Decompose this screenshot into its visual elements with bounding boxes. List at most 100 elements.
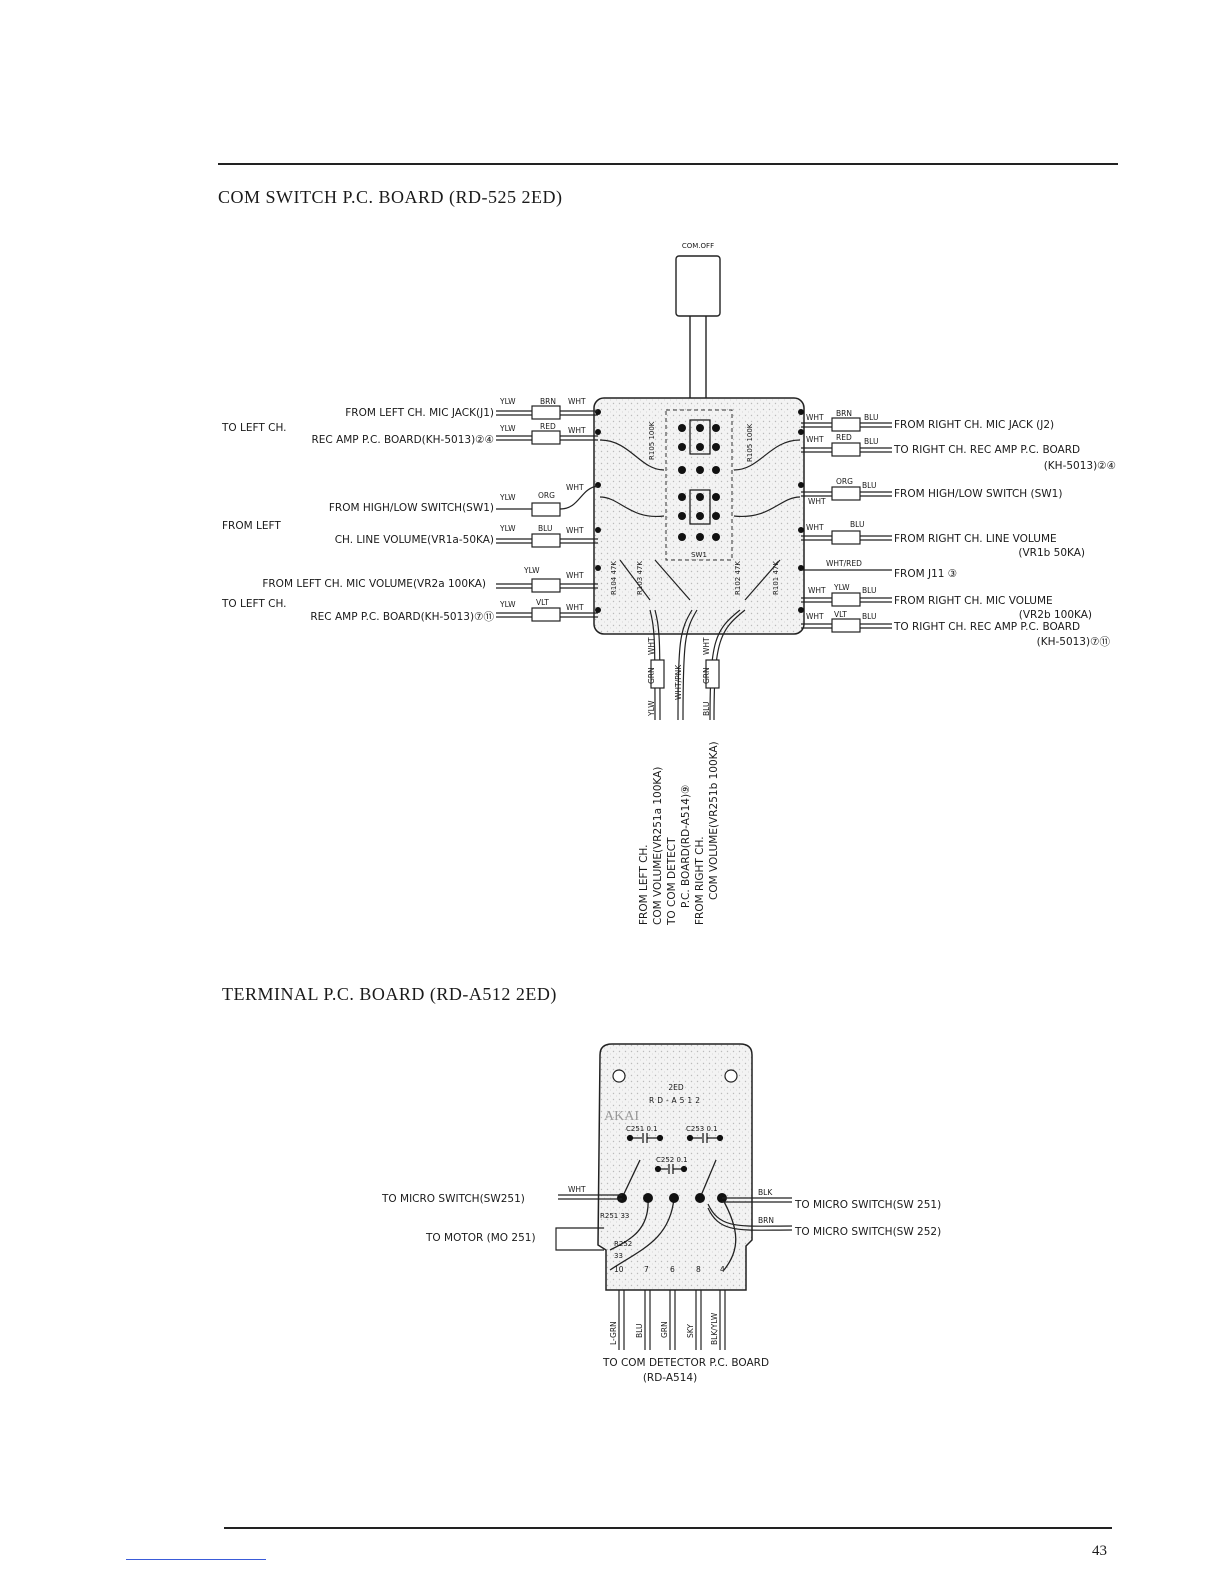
- com-off-label: COM.OFF: [682, 242, 714, 250]
- wire-tag: BLU: [862, 481, 876, 490]
- wire-tag: BRN: [540, 397, 556, 406]
- bottom-label-rd-a514: P.C. BOARD(RD-A514)⑨: [680, 785, 692, 908]
- r105-right-label: R105 100K: [746, 423, 754, 462]
- wire-tag: BLK: [758, 1188, 773, 1197]
- wire-tag: RED: [836, 433, 852, 442]
- right-label-mic-jack: FROM RIGHT CH. MIC JACK (J2): [894, 419, 1054, 431]
- com-off-switch-knob[interactable]: [675, 255, 721, 317]
- left-label-mic-jack: FROM LEFT CH. MIC JACK(J1): [345, 407, 494, 419]
- com-switch-left-labels: FROM LEFT CH. MIC JACK(J1) TO LEFT CH. R…: [221, 407, 494, 623]
- wire-tag: WHT: [647, 637, 656, 655]
- wire-tag: YLW: [499, 397, 516, 406]
- right-label-mic-volume: FROM RIGHT CH. MIC VOLUME: [894, 595, 1053, 607]
- r252-value: 33: [614, 1252, 623, 1260]
- wire-tag: YLW: [499, 493, 516, 502]
- wire-tag: WHT: [808, 497, 826, 506]
- com-switch-bottom-labels: FROM LEFT CH. COM VOLUME(VR251a 100KA) T…: [638, 741, 720, 926]
- terminal-board: 2ED RD-A512 AKAI C251 0.1 C253 0.1 C252 …: [555, 1043, 793, 1350]
- left-label-to-left-ch-2: TO LEFT CH.: [221, 598, 287, 610]
- left-label-to-left-ch-1: TO LEFT CH.: [221, 422, 287, 434]
- bottom-rule: [224, 1527, 1112, 1529]
- wire-tag: WHT/RED: [826, 559, 862, 568]
- right-label-kh5013-2: (KH-5013)⑦⑪: [1037, 636, 1111, 648]
- bottom-label-vr251a: COM VOLUME(VR251a 100KA): [652, 767, 664, 925]
- wire-tag: SKY: [686, 1324, 695, 1338]
- pin-label: 6: [670, 1265, 675, 1274]
- wire-tag: WHT: [702, 637, 711, 655]
- r103-label: R103 47K: [636, 561, 644, 595]
- right-label-vr2b: (VR2b 100KA): [1019, 609, 1092, 621]
- com-switch-board: COM.OFF SW1 R105 100K R105 100K R104 47K…: [496, 242, 892, 721]
- terminal-side-labels: TO MICRO SWITCH(SW251) TO MOTOR (MO 251)…: [381, 1193, 941, 1244]
- wire-tag: BLU: [862, 586, 876, 595]
- wire-tag: BLU: [702, 702, 711, 716]
- terminal-right-sw251: TO MICRO SWITCH(SW 251): [794, 1199, 941, 1211]
- com-switch-right-labels: FROM RIGHT CH. MIC JACK (J2) TO RIGHT CH…: [893, 419, 1116, 648]
- wire-tag: WHT: [566, 526, 584, 535]
- wire-tag: VLT: [536, 598, 549, 607]
- left-label-rec-amp-2: REC AMP P.C. BOARD(KH-5013)⑦⑪: [310, 611, 494, 623]
- wire-tag: BLU: [864, 437, 878, 446]
- wire-tag: WHT: [568, 397, 586, 406]
- wire-tag: WHT: [566, 603, 584, 612]
- bottom-label-com-detect: TO COM DETECT: [666, 837, 678, 926]
- wire-tag: L-GRN: [609, 1321, 618, 1345]
- terminal-wire-colors: WHT BLK BRN L-GRN BLU GRN SKY BLK/YLW: [568, 1185, 774, 1345]
- mount-hole-icon: [724, 1069, 738, 1083]
- wire-tag: YLW: [499, 524, 516, 533]
- wire-tag: WHT: [566, 483, 584, 492]
- wire-tag: GRN: [647, 667, 656, 684]
- cap-c253-label: C253 0.1: [686, 1125, 718, 1133]
- terminal-bottom-label-2: (RD-A514): [643, 1372, 697, 1384]
- right-label-high-low: FROM HIGH/LOW SWITCH (SW1): [894, 488, 1062, 500]
- wire-tag: ORG: [836, 477, 853, 486]
- wire-tag: WHT: [806, 523, 824, 532]
- wire-tag: WHT: [806, 612, 824, 621]
- wire-tag: ORG: [538, 491, 555, 500]
- wire-tag: YLW: [523, 566, 540, 575]
- board-text-akai: AKAI: [604, 1109, 639, 1124]
- wire-tag: BLU: [538, 524, 552, 533]
- cap-c252-label: C252 0.1: [656, 1156, 688, 1164]
- pin-label: 4: [720, 1265, 725, 1274]
- bottom-label-from-left: FROM LEFT CH.: [638, 845, 650, 925]
- wire-tag: YLW: [833, 583, 850, 592]
- wire-tag: RED: [540, 422, 556, 431]
- wire-tag: WHT/PNK: [674, 664, 683, 700]
- wire-tag: WHT: [568, 426, 586, 435]
- wire-tag: BRN: [836, 409, 852, 418]
- wire-tag: YLW: [499, 424, 516, 433]
- wire-tag: YLW: [647, 700, 656, 717]
- wire-tag: WHT: [806, 435, 824, 444]
- sw1-label: SW1: [691, 551, 707, 559]
- sw1-body: [665, 409, 733, 561]
- r252-label: R252: [614, 1240, 632, 1248]
- wire-tag: VLT: [834, 610, 847, 619]
- wire-tag: BLU: [635, 1324, 644, 1338]
- left-label-from-left: FROM LEFT: [222, 520, 281, 532]
- footer-link-underline: [126, 1559, 266, 1560]
- right-label-vr1b: (VR1b 50KA): [1018, 547, 1085, 559]
- wire-tag: BLK/YLW: [710, 1312, 719, 1345]
- terminal-bottom-label-1: TO COM DETECTOR P.C. BOARD: [602, 1357, 769, 1369]
- switch-contacts: [678, 424, 720, 541]
- mount-hole-icon: [612, 1069, 626, 1083]
- r101-label: R101 47K: [772, 561, 780, 595]
- wire-tag: WHT: [568, 1185, 586, 1194]
- top-rule: [218, 163, 1118, 165]
- terminal-title: TERMINAL P.C. BOARD (RD-A512 2ED): [222, 984, 557, 1004]
- wire-tag: BLU: [850, 520, 864, 529]
- wire-tag: WHT: [808, 586, 826, 595]
- right-label-line-volume: FROM RIGHT CH. LINE VOLUME: [894, 533, 1057, 545]
- wire-tag: GRN: [702, 667, 711, 684]
- wire-tag: BLU: [862, 612, 876, 621]
- right-label-kh5013-1: (KH-5013)②④: [1044, 460, 1116, 472]
- left-wire-colors: YLW BRN WHT YLW RED WHT YLW ORG WHT YLW …: [499, 397, 586, 612]
- wire-tag: YLW: [499, 600, 516, 609]
- board-text-rd-a512: RD-A512: [649, 1096, 703, 1105]
- pin-label: 10: [614, 1265, 624, 1274]
- terminal-left-motor: TO MOTOR (MO 251): [425, 1232, 536, 1244]
- right-label-rec-amp-2: TO RIGHT CH. REC AMP P.C. BOARD: [893, 621, 1080, 633]
- r251-label: R251 33: [600, 1212, 629, 1220]
- left-label-high-low: FROM HIGH/LOW SWITCH(SW1): [329, 502, 494, 514]
